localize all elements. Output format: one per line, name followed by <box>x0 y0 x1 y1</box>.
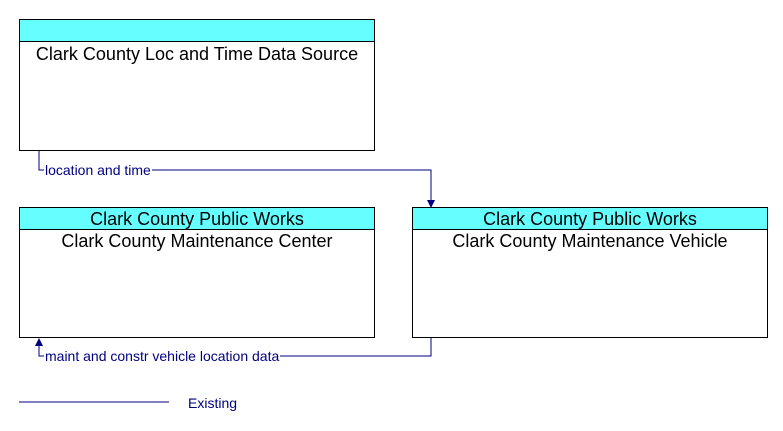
flow-line-location-and-time <box>38 151 432 200</box>
legend-existing-label: Existing <box>188 395 238 411</box>
arrowhead-location-and-time <box>427 200 435 208</box>
maintenance-vehicle-title: Clark County Maintenance Vehicle <box>452 231 728 251</box>
maintenance-center-band: Clark County Public Works <box>20 208 374 230</box>
flow-label-vehicle-location: maint and constr vehicle location data <box>44 348 281 364</box>
arrowhead-vehicle-location <box>35 338 43 346</box>
loc-time-source-node[interactable]: Clark County Loc and Time Data Source <box>19 19 375 151</box>
loc-time-source-title: Clark County Loc and Time Data Source <box>35 44 359 64</box>
maintenance-vehicle-band: Clark County Public Works <box>413 208 767 230</box>
maintenance-vehicle-node[interactable]: Clark County Public Works Clark County M… <box>412 207 768 338</box>
loc-time-source-band <box>20 20 374 42</box>
flow-label-location-and-time: location and time <box>44 162 152 178</box>
maintenance-center-title: Clark County Maintenance Center <box>61 231 333 251</box>
maintenance-center-node[interactable]: Clark County Public Works Clark County M… <box>19 207 375 338</box>
